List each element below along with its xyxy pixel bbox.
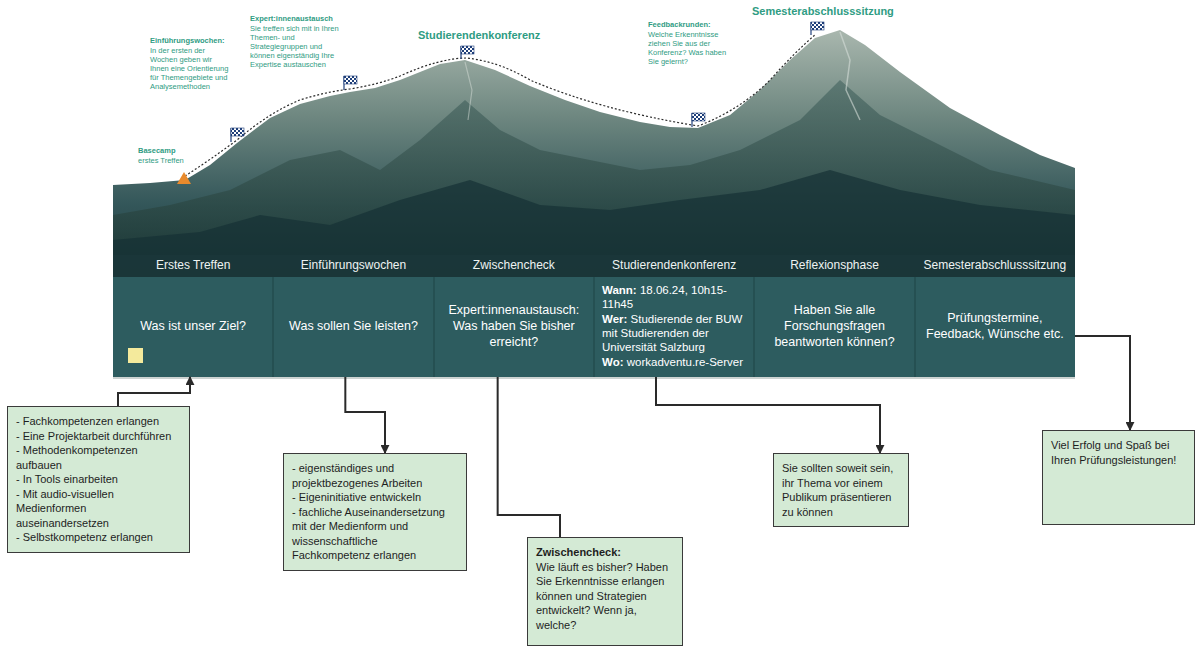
cell-text: Was sollen Sie leisten?	[289, 318, 418, 334]
band-header-row	[113, 255, 1075, 277]
note-box: - Fachkompetenzen erlangen- Eine Projekt…	[7, 406, 190, 553]
annotation-label: Welche Erkenntnisse ziehen Sie aus der K…	[648, 30, 732, 66]
note-text: - In Tools einarbeiten	[16, 472, 181, 487]
snow-streak	[840, 32, 860, 120]
cell-body: Expert:innenaustausch: Was haben Sie bis…	[434, 277, 594, 375]
snow-streak	[465, 62, 472, 120]
cell-text: Expert:innenaustausch: Was haben Sie bis…	[442, 302, 586, 351]
cell-heading: Semesterabschlusssitzung	[915, 256, 1075, 275]
flag	[461, 46, 474, 59]
mountain-ridge	[113, 170, 1075, 277]
cell-heading: Studierendenkonferenz	[594, 256, 754, 275]
cell-body: Was ist unser Ziel?	[113, 277, 273, 375]
cell-text: Was ist unser Ziel?	[140, 318, 246, 334]
note-text: - Mit audio-visuellen Medienformen ausei…	[16, 487, 181, 531]
annotation-label: Feedbackrunden:	[648, 20, 738, 29]
cell-text: Wo: workadventu.re-Server	[602, 355, 743, 369]
connector-line	[498, 377, 560, 537]
timeline-cell: SemesterabschlusssitzungPrüfungstermine,…	[915, 256, 1075, 377]
note-box: Zwischencheck:Wie läuft es bisher? Haben…	[527, 537, 683, 646]
cell-heading: Zwischencheck	[434, 256, 594, 275]
flag	[692, 113, 705, 127]
note-box: - eigenständiges und projektbezogenes Ar…	[283, 453, 467, 571]
cell-text: Wann: 18.06.24, 10h15-11h45	[602, 283, 746, 312]
note-text: - fachliche Auseinandersetzung mit der M…	[292, 505, 458, 563]
annotation-label: Einführungswochen:	[150, 36, 240, 45]
timeline-cell: Erstes TreffenWas ist unser Ziel?	[113, 256, 273, 377]
cell-divider	[915, 277, 916, 377]
cell-divider	[273, 277, 274, 377]
note-text: Viel Erfolg und Spaß bei Ihren Prüfungsl…	[1051, 438, 1186, 467]
cell-body: Was sollen Sie leisten?	[273, 277, 433, 375]
flag	[811, 22, 824, 35]
note-box: Viel Erfolg und Spaß bei Ihren Prüfungsl…	[1042, 430, 1195, 525]
cell-text: Prüfungstermine, Feedback, Wünsche etc.	[923, 310, 1067, 343]
connector-line	[656, 377, 880, 453]
annotation-label: Expert:innenaustausch	[250, 14, 350, 23]
cell-text: Haben Sie alle Forschungsfragen beantwor…	[762, 302, 906, 351]
note-text: - Eigeninitiative entwickeln	[292, 490, 458, 505]
note-text: Sie sollten soweit sein, ihr Thema vor e…	[782, 461, 900, 519]
flag	[344, 76, 357, 90]
note-text: - Fachkompetenzen erlangen	[16, 414, 181, 429]
cell-body: Wann: 18.06.24, 10h15-11h45Wer: Studiere…	[594, 277, 754, 375]
note-text: - Selbstkompetenz erlangen	[16, 530, 181, 545]
annotation-label: Basecamp	[138, 146, 198, 155]
timeline-cell: StudierendenkonferenzWann: 18.06.24, 10h…	[594, 256, 754, 377]
timeline-cell: ReflexionsphaseHaben Sie alle Forschungs…	[754, 256, 914, 377]
band-content-row	[113, 277, 1075, 377]
cell-divider	[754, 277, 755, 377]
note-text: - Methodenkompetenzen aufbauen	[16, 443, 181, 472]
note-text: - Eine Projektarbeit durchführen	[16, 429, 181, 444]
flag	[231, 128, 244, 142]
cell-text: Wer: Studierende der BUW mit Studierende…	[602, 312, 746, 355]
timeline-cell: ZwischencheckExpert:innenaustausch: Was …	[434, 256, 594, 377]
annotation-label: Studierendenkonferenz	[418, 29, 578, 42]
cell-divider	[434, 277, 435, 377]
cell-divider	[594, 277, 595, 377]
cell-body: Haben Sie alle Forschungsfragen beantwor…	[754, 277, 914, 375]
timeline-cell: EinführungswochenWas sollen Sie leisten?	[273, 256, 433, 377]
mountain-ridge	[113, 80, 1075, 277]
basecamp-tent	[177, 172, 191, 184]
note-text: Zwischencheck:	[536, 545, 674, 560]
annotation-label: Sie treffen sich mit in Ihren Themen- un…	[250, 24, 342, 69]
note-text: - eigenständiges und projektbezogenes Ar…	[292, 461, 458, 490]
annotation-label: In der ersten der Wochen geben wir Ihnen…	[150, 46, 232, 91]
note-box: Sie sollten soweit sein, ihr Thema vor e…	[773, 453, 909, 527]
cell-heading: Erstes Treffen	[113, 256, 273, 275]
sticky-note	[128, 348, 143, 363]
cell-heading: Einführungswochen	[273, 256, 433, 275]
connector-line	[345, 377, 385, 453]
cell-body: Prüfungstermine, Feedback, Wünsche etc.	[915, 277, 1075, 375]
band-baseline	[113, 378, 1075, 379]
connector-line	[1075, 336, 1130, 430]
annotation-label: Semesterabschlusssitzung	[752, 5, 922, 18]
cell-heading: Reflexionsphase	[754, 256, 914, 275]
note-text: Wie läuft es bisher? Haben Sie Erkenntni…	[536, 560, 674, 633]
annotation-label: erstes Treffen	[138, 156, 198, 165]
connector-line	[118, 377, 190, 406]
